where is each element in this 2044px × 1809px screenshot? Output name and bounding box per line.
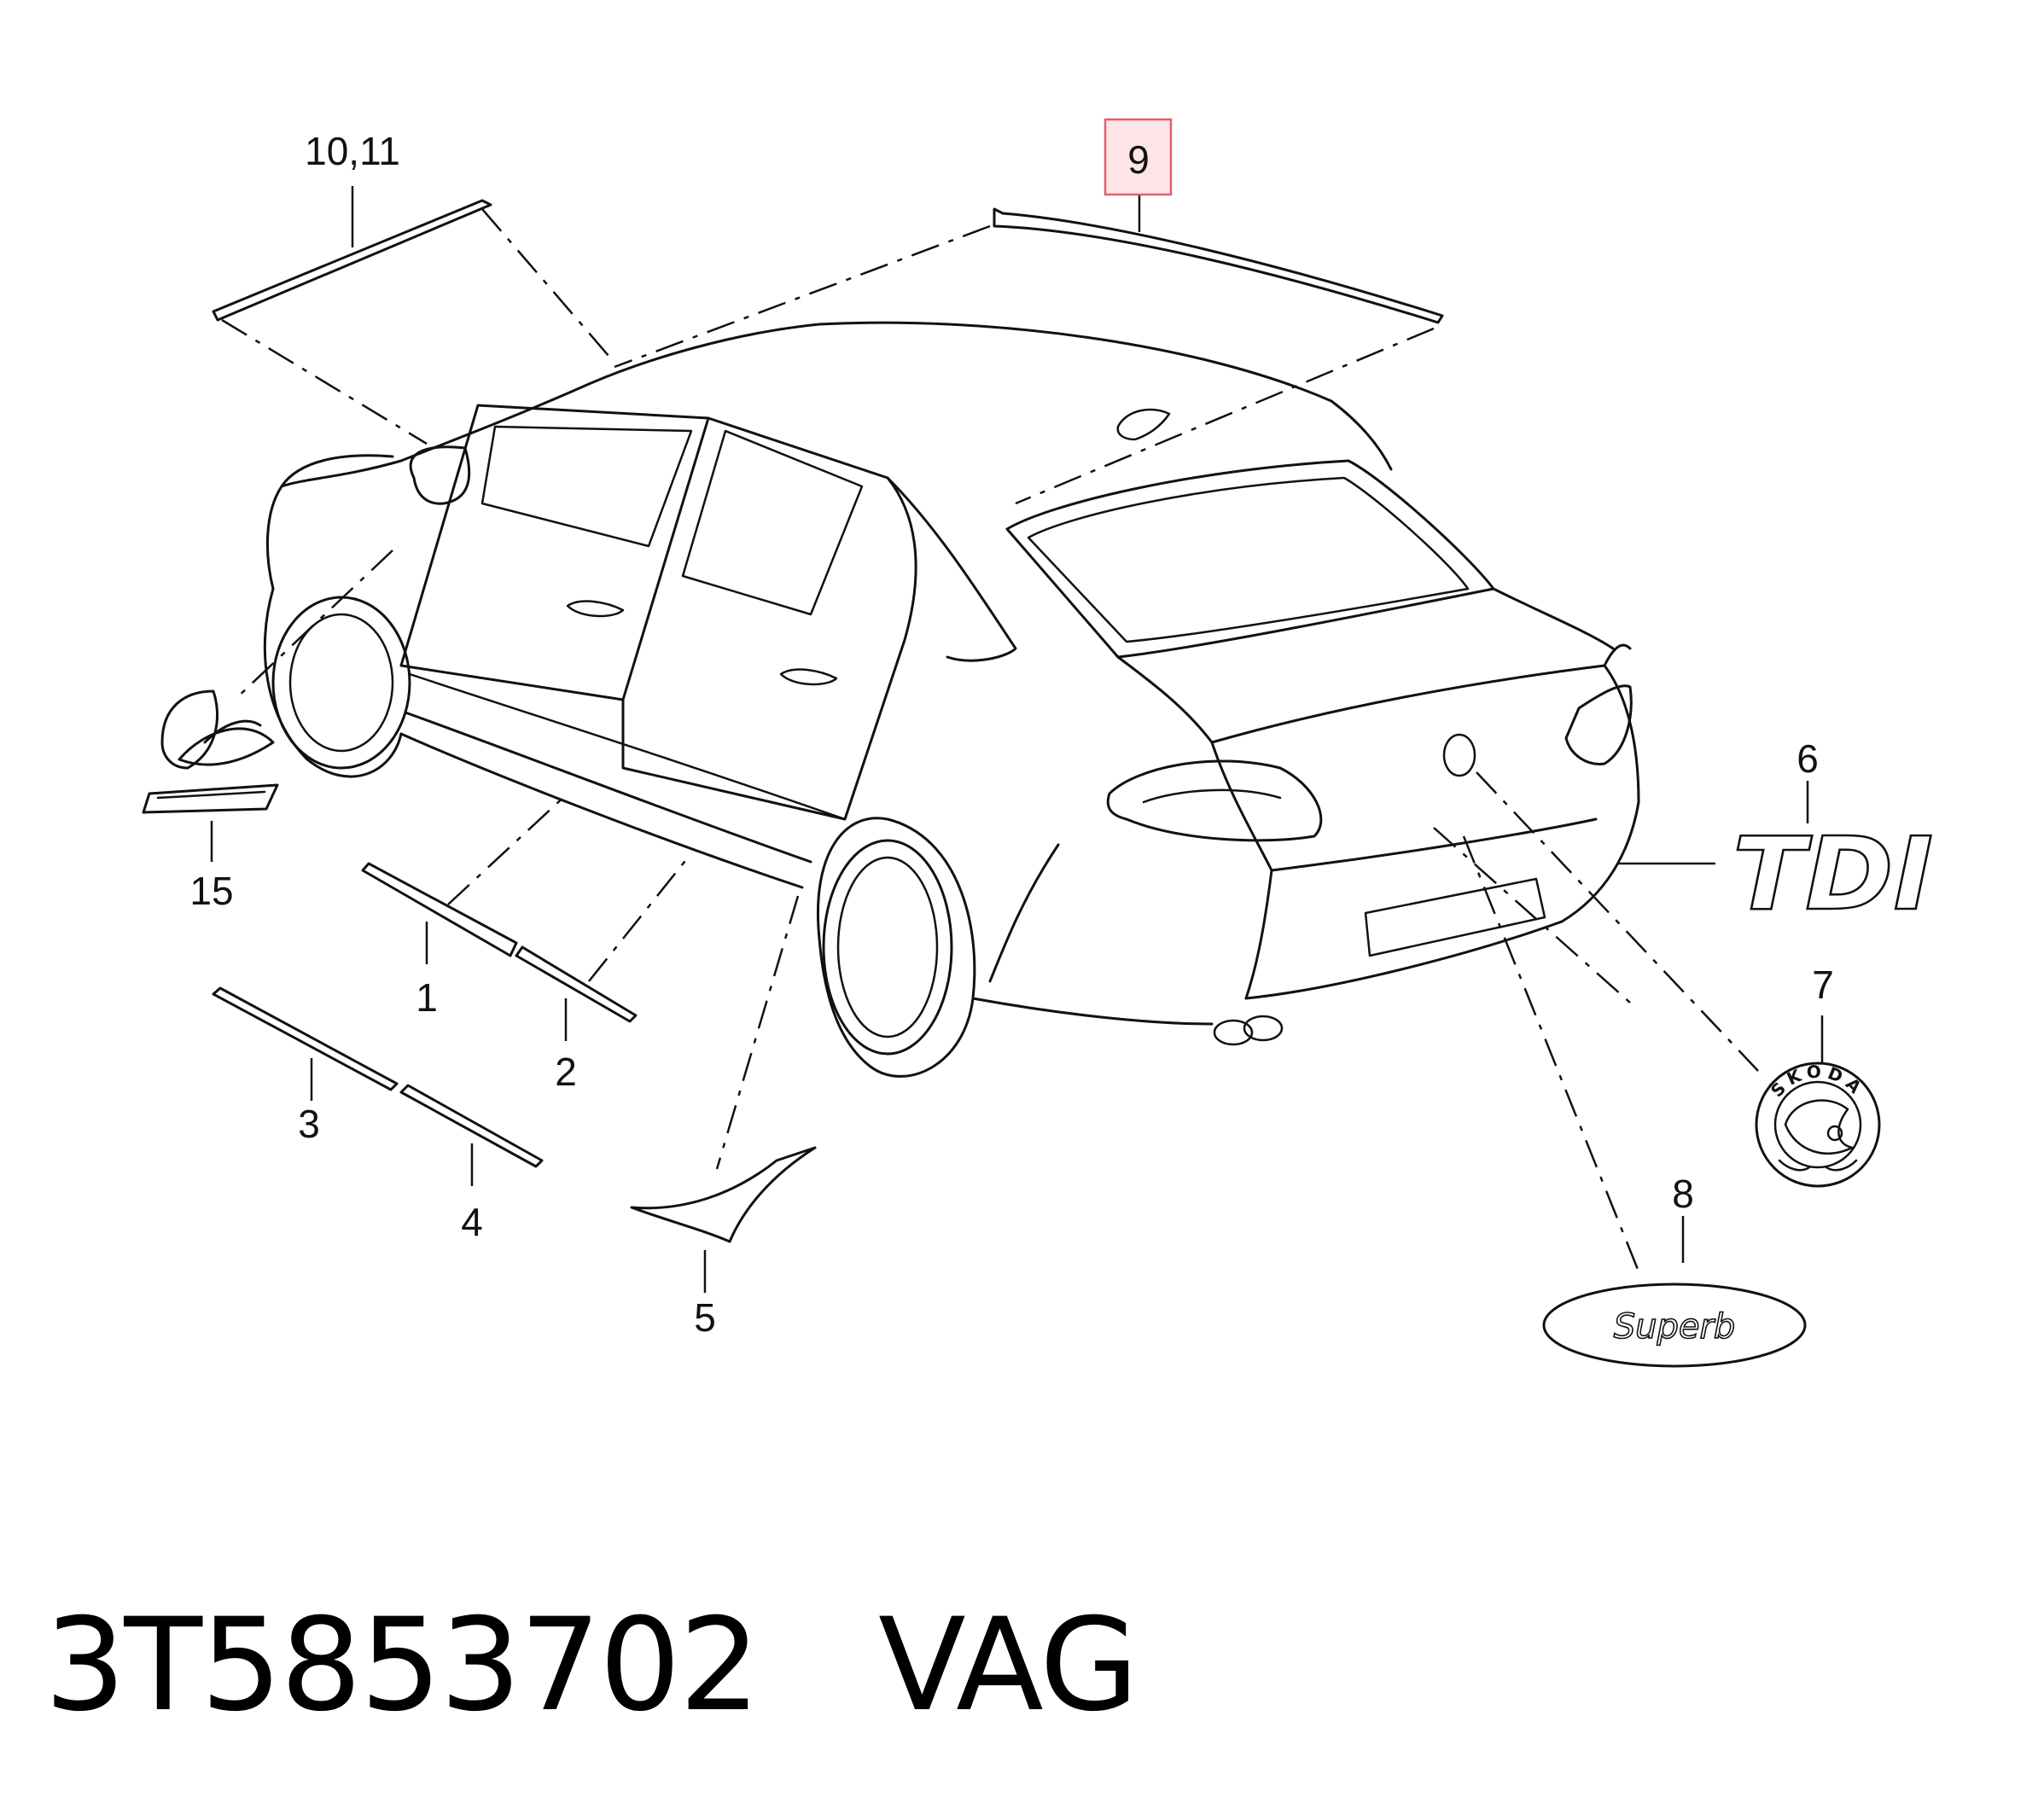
roof-molding-part-9[interactable] [993,207,1444,324]
superb-badge-text: Superb [1614,1307,1736,1347]
part-number: 3T5853702 [44,1591,760,1740]
callout-4[interactable]: 4 [461,1200,483,1244]
trim-part-5[interactable] [630,1146,817,1243]
dashed-leaders [221,208,1759,1272]
callout-10-11[interactable]: 10,11 [305,129,400,173]
callout-5[interactable]: 5 [694,1295,716,1340]
callout-8[interactable]: 8 [1672,1172,1694,1216]
sill-molding-part-2[interactable] [515,945,638,1023]
callout-15[interactable]: 15 [189,869,233,913]
superb-badge[interactable]: Superb [1542,1283,1807,1368]
car-body [263,321,1640,1078]
skoda-emblem[interactable]: ŠKODA [1755,1062,1881,1188]
part-number-footer: 3T5853702 VAG [44,1591,1138,1740]
sill-molding-part-3[interactable] [212,986,399,1091]
door-frame-molding-part-10-11[interactable] [212,199,492,322]
callout-1[interactable]: 1 [416,975,438,1020]
callout-3[interactable]: 3 [298,1102,320,1146]
brand-name: VAG [878,1591,1138,1740]
callout-leaders [210,186,1824,1293]
callout-2[interactable]: 2 [555,1050,577,1094]
emblem-part-15[interactable] [142,689,279,814]
sill-molding-part-4[interactable] [399,1084,544,1168]
callout-9-highlight [1104,118,1173,196]
sill-molding-part-1[interactable] [361,862,518,957]
callout-6[interactable]: 6 [1797,736,1819,781]
callout-labels: 9 10,11 15 1 2 3 4 5 6 7 8 [189,129,1833,1340]
callout-9[interactable]: 9 [1127,137,1150,182]
callout-7[interactable]: 7 [1812,963,1834,1007]
tdi-badge[interactable]: TDI [1732,814,1935,934]
skoda-emblem-text: ŠKODA [1767,1062,1869,1102]
